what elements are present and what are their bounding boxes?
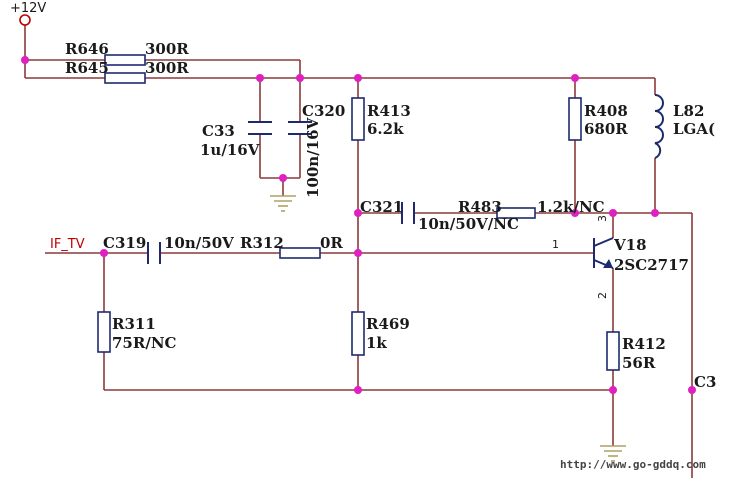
- r469-ref-label: R469: [366, 315, 410, 333]
- l82-value-label: LGA(: [673, 120, 715, 138]
- r413-value-label: 6.2k: [367, 120, 404, 138]
- r483-ref-label: R483: [458, 198, 502, 216]
- v18-ref-label: V18: [613, 236, 647, 254]
- r311-value-label: 75R/NC: [112, 334, 177, 352]
- r646-ref-label: R646: [65, 40, 109, 58]
- junction-dot: [21, 56, 29, 64]
- junction-dot: [100, 249, 108, 257]
- c321-ref-label: C321: [360, 198, 403, 216]
- resistor-r311: [97, 311, 111, 353]
- c320-value-label: 100n/16V: [304, 117, 322, 198]
- r311-ref-label: R311: [112, 315, 156, 333]
- junction-dot: [609, 386, 617, 394]
- junction-dot: [279, 174, 287, 182]
- transistor-v18: [593, 237, 614, 269]
- junction-dot: [651, 209, 659, 217]
- junction-dot: [354, 74, 362, 82]
- v18-pin1-label: 1: [552, 238, 559, 251]
- junction-dot: [688, 386, 696, 394]
- r646-value-label: 300R: [145, 40, 189, 58]
- junction-dot: [571, 209, 579, 217]
- wires: [24, 25, 693, 478]
- junction-dot: [354, 249, 362, 257]
- if-tv-net-label: IF_TV: [50, 237, 85, 252]
- r645-ref-label: R645: [65, 59, 109, 77]
- c3-ref-label: C3: [694, 373, 716, 391]
- junction-dot: [256, 74, 264, 82]
- supply-terminal: [19, 14, 31, 26]
- r413-ref-label: R413: [367, 102, 411, 120]
- supply-label: +12V: [10, 1, 46, 16]
- v18-pin2-label: 2: [596, 292, 609, 299]
- junction-dot: [571, 74, 579, 82]
- junction-dot: [609, 209, 617, 217]
- capacitor-c33: [248, 121, 272, 135]
- ground-symbol: [600, 445, 626, 462]
- resistor-r413: [351, 97, 365, 141]
- c33-ref-label: C33: [202, 122, 235, 140]
- v18-pin3-label: 3: [596, 215, 609, 222]
- r483-value-label: 1.2k/NC: [537, 198, 605, 216]
- l82-ref-label: L82: [673, 102, 704, 120]
- c319-value-label: 10n/50V: [164, 234, 234, 252]
- c321-value-label: 10n/50V/NC: [418, 215, 519, 233]
- junctions: [21, 56, 696, 394]
- r469-value-label: 1k: [366, 334, 387, 352]
- junction-dot: [354, 386, 362, 394]
- c319-ref-label: C319: [103, 234, 146, 252]
- capacitor-c321: [401, 202, 415, 224]
- resistor-r469: [351, 311, 365, 356]
- v18-part-label: 2SC2717: [614, 256, 689, 274]
- capacitor-c320: [288, 121, 312, 135]
- r312-value-label: 0R: [320, 234, 343, 252]
- r412-value-label: 56R: [622, 354, 656, 372]
- resistor-r408: [568, 97, 582, 141]
- c320-ref-label: C320: [302, 102, 345, 120]
- r645-value-label: 300R: [145, 59, 189, 77]
- c33-value-label: 1u/16V: [200, 141, 260, 159]
- r312-ref-label: R312: [240, 234, 284, 252]
- inductor-l82: [654, 94, 664, 159]
- resistor-r645: [104, 72, 146, 84]
- r412-ref-label: R412: [622, 335, 666, 353]
- resistor-r412: [606, 331, 620, 371]
- watermark-text: http://www.go-gddq.com: [560, 458, 706, 471]
- junction-dot: [296, 74, 304, 82]
- resistor-r312: [279, 247, 321, 259]
- r408-value-label: 680R: [584, 120, 628, 138]
- resistor-r646: [104, 54, 146, 66]
- junction-dot: [354, 209, 362, 217]
- capacitor-c319: [147, 242, 161, 264]
- ground-symbol: [270, 195, 296, 212]
- resistor-r483: [496, 207, 536, 219]
- r408-ref-label: R408: [584, 102, 628, 120]
